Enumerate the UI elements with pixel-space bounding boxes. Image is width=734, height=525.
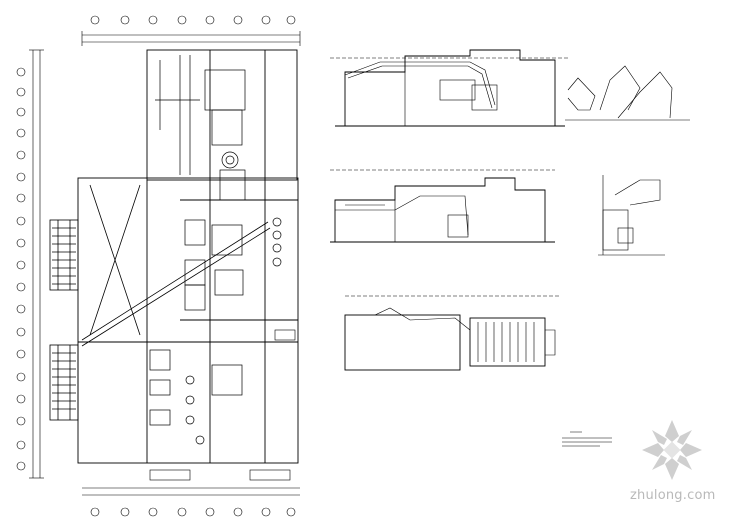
watermark-text: zhulong.com bbox=[630, 488, 716, 503]
elevation-1-unit bbox=[471, 84, 498, 111]
elevation-1-duct-inner bbox=[347, 65, 493, 109]
elevation-1 bbox=[330, 49, 570, 127]
notes-block bbox=[562, 431, 612, 447]
elevation-2-equipment bbox=[447, 214, 469, 238]
plan-detail-room bbox=[344, 314, 461, 371]
section-detail-1-right bbox=[617, 71, 673, 119]
plan-left-dimensions bbox=[29, 49, 44, 479]
plan-conveyor bbox=[81, 184, 271, 347]
plan-door-bottom-left bbox=[149, 469, 191, 481]
plan-detail bbox=[344, 295, 560, 371]
elevation-1-outline bbox=[344, 49, 556, 126]
elevation-1-duct bbox=[344, 61, 496, 106]
plan-left-axis-bubbles bbox=[16, 67, 26, 471]
plan-detail-duct bbox=[374, 307, 471, 331]
elevation-1-equipment bbox=[439, 79, 476, 101]
elevation-2 bbox=[330, 169, 555, 243]
plan-top-axis-bubbles bbox=[90, 15, 296, 25]
plan-heat-exchanger-lower bbox=[49, 344, 79, 421]
section-detail-1-left bbox=[567, 77, 596, 111]
plan-door-right bbox=[274, 329, 296, 341]
elevation-2-outline bbox=[334, 177, 546, 242]
plan-detail-filter-bags bbox=[477, 322, 535, 362]
section-detail-1 bbox=[565, 65, 690, 121]
section-detail-2 bbox=[598, 175, 665, 256]
section-detail-1-mid bbox=[599, 65, 641, 111]
plan-bottom-dimensions bbox=[82, 487, 300, 496]
plan-view bbox=[16, 15, 301, 517]
plan-heat-exchanger-upper bbox=[49, 219, 79, 291]
elevation-2-duct bbox=[335, 195, 469, 236]
plan-bottom-axis-bubbles bbox=[90, 507, 296, 517]
plan-detail-filter bbox=[469, 317, 546, 367]
section-detail-2-duct bbox=[614, 179, 661, 206]
plan-equipment bbox=[149, 55, 282, 445]
plan-detail-outlet bbox=[545, 329, 556, 356]
section-detail-2-body bbox=[602, 209, 629, 251]
section-detail-2-unit bbox=[617, 227, 634, 244]
plan-door-bottom-right bbox=[249, 469, 291, 481]
zhulong-logo-icon bbox=[642, 420, 702, 480]
plan-top-dimensions bbox=[81, 31, 301, 46]
plan-building-outline bbox=[77, 49, 299, 464]
